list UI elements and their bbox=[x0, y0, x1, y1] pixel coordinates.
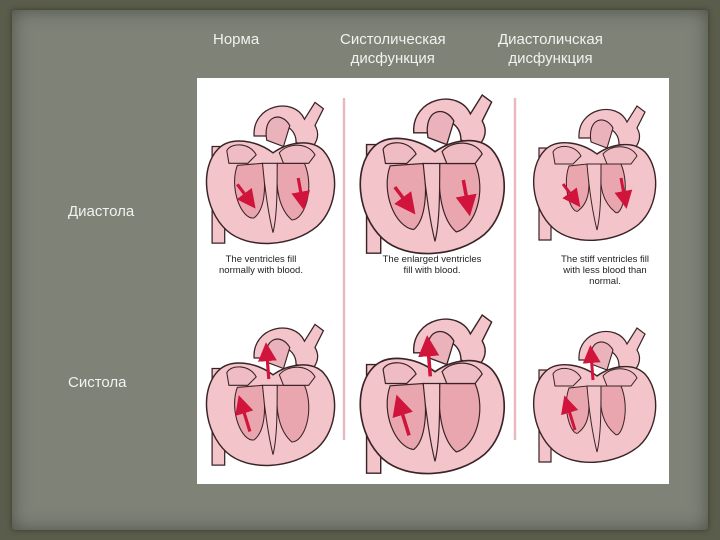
caption-systolic: The enlarged ventricles fill with blood. bbox=[382, 254, 482, 276]
heart-diastolic-dysfunction-systole bbox=[533, 327, 657, 464]
caption-normal: The ventricles fill normally with blood. bbox=[219, 254, 303, 276]
heart-systolic-dysfunction-systole bbox=[359, 314, 506, 475]
header-normal: Норма bbox=[213, 31, 260, 48]
row-label-diastole: Диастола bbox=[68, 203, 135, 220]
caption-diastolic: The stiff ventricles fill with less bloo… bbox=[561, 254, 649, 287]
heart-illustration-panel: The ventricles fill normally with blood.… bbox=[197, 78, 669, 484]
heart-diastolic-dysfunction-diastole bbox=[533, 105, 657, 242]
row-label-systole: Систола bbox=[68, 374, 127, 391]
heart-normal-diastole bbox=[205, 101, 336, 245]
header-diastolic-dysfunction: Диастоличская дисфункция bbox=[498, 31, 603, 67]
header-systolic-dysfunction: Систолическая дисфункция bbox=[340, 31, 446, 67]
heart-diagrams bbox=[205, 94, 657, 475]
heart-normal-systole bbox=[205, 323, 336, 467]
heart-systolic-dysfunction-diastole bbox=[359, 94, 506, 255]
